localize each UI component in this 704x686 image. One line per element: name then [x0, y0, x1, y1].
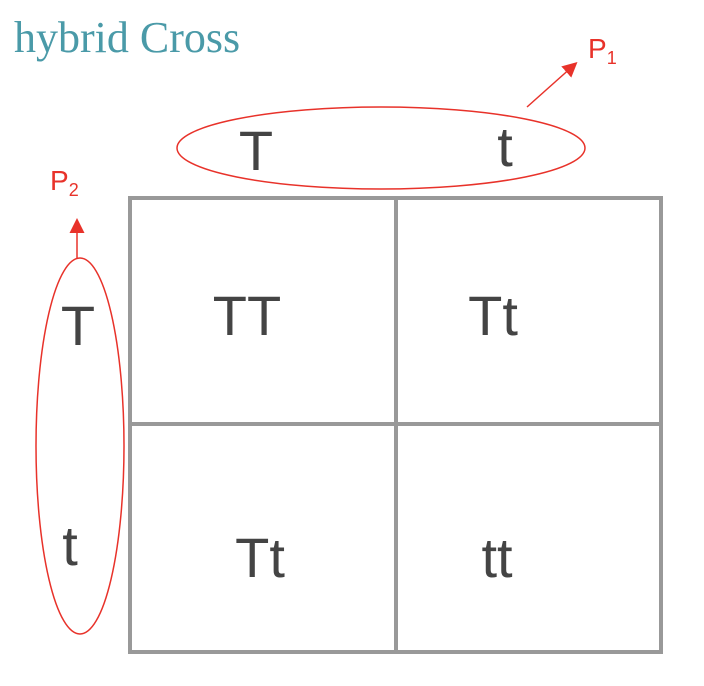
parent1-arrow	[526, 62, 578, 108]
parent2-allele-1: T	[61, 294, 95, 357]
parent2-ellipse	[35, 257, 125, 635]
cell-Tt-bottom: Tt	[235, 526, 285, 589]
parent1-allele-1: T	[239, 119, 273, 182]
cell-Tt-top: Tt	[468, 284, 518, 347]
parent1-ellipse	[176, 106, 586, 190]
parent1-label: P1	[588, 33, 617, 68]
cell-TT: TT	[213, 284, 281, 347]
title: hybrid Cross	[14, 13, 240, 62]
parent2-label: P2	[50, 165, 79, 200]
parent2-allele-2: t	[62, 514, 78, 577]
parent1-allele-2: t	[497, 115, 513, 178]
cell-tt: tt	[481, 526, 513, 589]
punnett-grid	[128, 196, 663, 654]
